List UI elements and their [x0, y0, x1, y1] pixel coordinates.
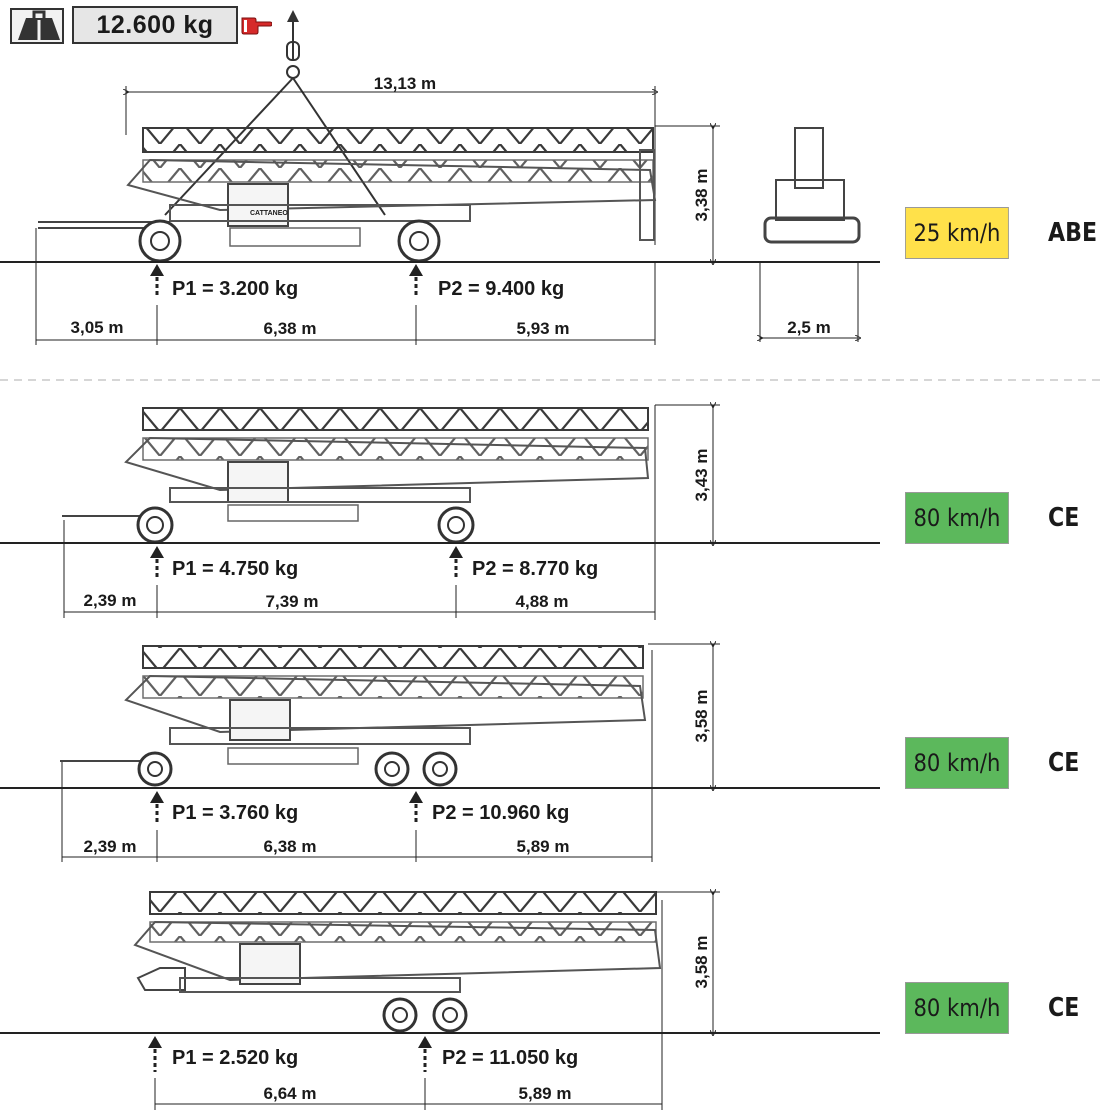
arrow-up-icon: [409, 264, 423, 276]
weight-icon: [10, 8, 64, 44]
arrow-up-icon: [449, 546, 463, 558]
dim-front-overhang: 2,39 m: [84, 591, 137, 610]
axle-load-p1: P1 = 4.750 kg: [172, 558, 298, 580]
dim-front-overhang: 2,39 m: [84, 837, 137, 856]
dim-rear-overhang: 5,93 m: [517, 319, 570, 338]
svg-text:P1 = 3.200 kg: P1 = 3.200 kg: [172, 278, 298, 300]
wheel-front: [138, 219, 182, 263]
norm-label-ce-1: CE: [1048, 503, 1080, 533]
overall-length-label: 13,13 m: [374, 74, 436, 93]
speed-badge-ce-3: 80 km/h: [905, 982, 1009, 1034]
arrow-up-icon: [148, 1036, 162, 1048]
axle-load-p2: P2 = 8.770 kg: [472, 558, 598, 580]
rear-view-crane: 2,5 m: [760, 127, 859, 342]
height-label: 3,43 m: [692, 449, 711, 502]
height-label: 3,38 m: [692, 169, 711, 222]
svg-text:P2 = 9.400 kg: P2 = 9.400 kg: [438, 278, 564, 300]
configuration-4: 3,58 m P1 = 2.520 kg P2 = 11.050 kg 6,64…: [0, 892, 880, 1110]
norm-label-ce-2: CE: [1048, 748, 1080, 778]
norm-label-abe: ABE: [1048, 218, 1098, 248]
speed-badge-ce-1: 80 km/h: [905, 492, 1009, 544]
axle-load-p1: P1 = 3.760 kg: [172, 802, 298, 824]
norm-label-ce-3: CE: [1048, 993, 1080, 1023]
total-weight-value: 12.600 kg: [72, 6, 238, 44]
dim-rear-overhang: 5,89 m: [519, 1084, 572, 1103]
dim-wheelbase: 7,39 m: [266, 592, 319, 611]
crane-body-1: CATTANEO: [38, 127, 657, 263]
axle-load-p1: P1 = 2.520 kg: [172, 1047, 298, 1069]
configuration-3: 3,58 m P1 = 3.760 kg P2 = 10.960 kg 2,39…: [0, 644, 880, 862]
pointing-hand-icon: [240, 12, 272, 36]
wheel-rear: [397, 219, 441, 263]
arrow-up-icon: [150, 264, 164, 276]
dim-wheelbase: 6,38 m: [264, 319, 317, 338]
top-configuration: 13,13 m CATTANEO 3,38 m: [0, 10, 880, 345]
dim-front-overhang: 3,05 m: [71, 318, 124, 337]
dim-rear-overhang: 4,88 m: [516, 592, 569, 611]
svg-text:CATTANEO: CATTANEO: [250, 210, 288, 217]
arrow-up-icon: [150, 546, 164, 558]
axle-load-p1: P1 = 3.200 kg: [150, 264, 298, 300]
speed-badge-abe: 25 km/h: [905, 207, 1009, 259]
axle-load-p2: P2 = 11.050 kg: [442, 1047, 578, 1069]
arrow-up-icon: [409, 791, 423, 803]
speed-badge-ce-2: 80 km/h: [905, 737, 1009, 789]
arrow-up-icon: [287, 10, 299, 22]
arrow-up-icon: [418, 1036, 432, 1048]
axle-load-p2: P2 = 9.400 kg: [409, 264, 564, 300]
lifting-hook-icon: [286, 10, 300, 79]
axle-load-p2: P2 = 10.960 kg: [432, 802, 569, 824]
dim-rear-overhang: 5,89 m: [517, 837, 570, 856]
height-label: 3,58 m: [692, 690, 711, 743]
dim-wheelbase: 6,38 m: [264, 837, 317, 856]
configuration-2: 3,43 m P1 = 4.750 kg P2 = 8.770 kg 2,39 …: [0, 405, 880, 620]
arrow-up-icon: [150, 791, 164, 803]
rear-width-label: 2,5 m: [787, 318, 830, 337]
dim-wheelbase: 6,64 m: [264, 1084, 317, 1103]
height-label: 3,58 m: [692, 936, 711, 989]
